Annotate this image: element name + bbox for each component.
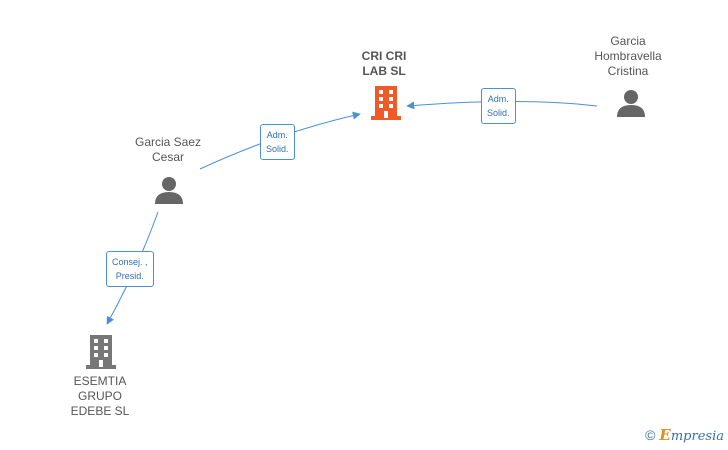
building-icon[interactable]	[86, 335, 116, 369]
relation-label-adm-solid[interactable]: Adm. Solid.	[260, 124, 295, 160]
label-line: Garcia	[610, 34, 646, 48]
relation-label-adm-solid[interactable]: Adm. Solid.	[481, 88, 516, 124]
company-label-esemtia[interactable]: ESEMTIA GRUPO EDEBE SL	[52, 374, 148, 419]
brand-initial: E	[659, 426, 671, 444]
label-line: LAB SL	[362, 64, 406, 78]
relation-label-consej-presid[interactable]: Consej. , Presid.	[106, 251, 154, 287]
relation-line: Adm.	[487, 94, 509, 104]
label-line: Hombravella	[594, 49, 662, 63]
relation-line: Adm.	[266, 130, 288, 140]
label-line: Cristina	[607, 64, 649, 78]
label-line: ESEMTIA	[73, 374, 127, 388]
copyright-icon: ©	[645, 427, 656, 443]
person-label-saez[interactable]: Garcia Saez Cesar	[118, 135, 218, 165]
brand-logo: Empresia	[659, 426, 724, 444]
person-icon[interactable]	[155, 177, 183, 204]
person-icon[interactable]	[617, 90, 645, 117]
company-label-cri-cri[interactable]: CRI CRI LAB SL	[344, 49, 424, 79]
label-line: EDEBE SL	[70, 404, 130, 418]
relation-line: Consej. ,	[112, 257, 148, 267]
building-icon[interactable]	[371, 86, 401, 120]
brand-rest: mpresia	[670, 429, 724, 444]
label-line: GRUPO	[77, 389, 122, 403]
label-line: CRI CRI	[361, 49, 407, 63]
relation-line: Solid.	[487, 108, 510, 118]
relation-line: Presid.	[115, 271, 144, 281]
person-label-hombravella[interactable]: Garcia Hombravella Cristina	[578, 34, 678, 79]
label-line: Cesar	[151, 150, 184, 164]
label-line: Garcia Saez	[134, 135, 202, 149]
brand-watermark: © Empresia	[645, 426, 724, 444]
relation-line: Solid.	[266, 144, 289, 154]
